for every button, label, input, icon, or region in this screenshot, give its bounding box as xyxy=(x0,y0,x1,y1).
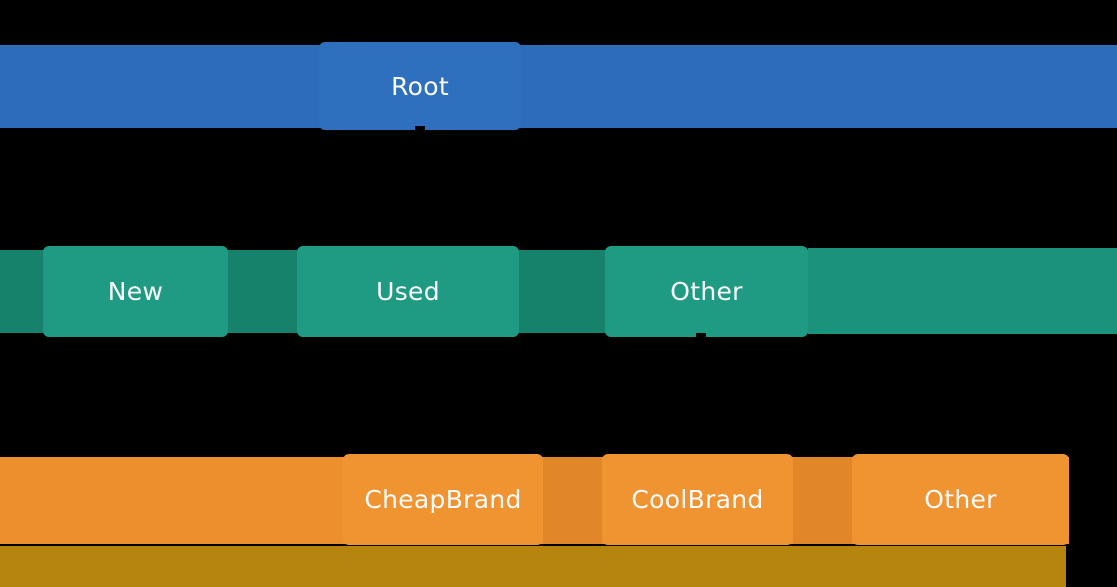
node-other[interactable]: Other xyxy=(605,246,808,337)
level-0-band xyxy=(0,45,1117,128)
level-1-segment-0 xyxy=(808,248,1117,334)
level-2-segment-1 xyxy=(793,457,852,544)
node-coolbrand[interactable]: CoolBrand xyxy=(602,454,793,545)
node-cheapbrand[interactable]: CheapBrand xyxy=(343,454,543,545)
connector-stub xyxy=(415,126,425,130)
connector-stub xyxy=(696,333,706,337)
node-used[interactable]: Used xyxy=(297,246,519,337)
node-new[interactable]: New xyxy=(43,246,228,337)
node-root[interactable]: Root xyxy=(319,42,521,130)
level-3-band xyxy=(0,546,1066,587)
node-other[interactable]: Other xyxy=(852,454,1069,545)
level-2-segment-0 xyxy=(543,457,602,544)
